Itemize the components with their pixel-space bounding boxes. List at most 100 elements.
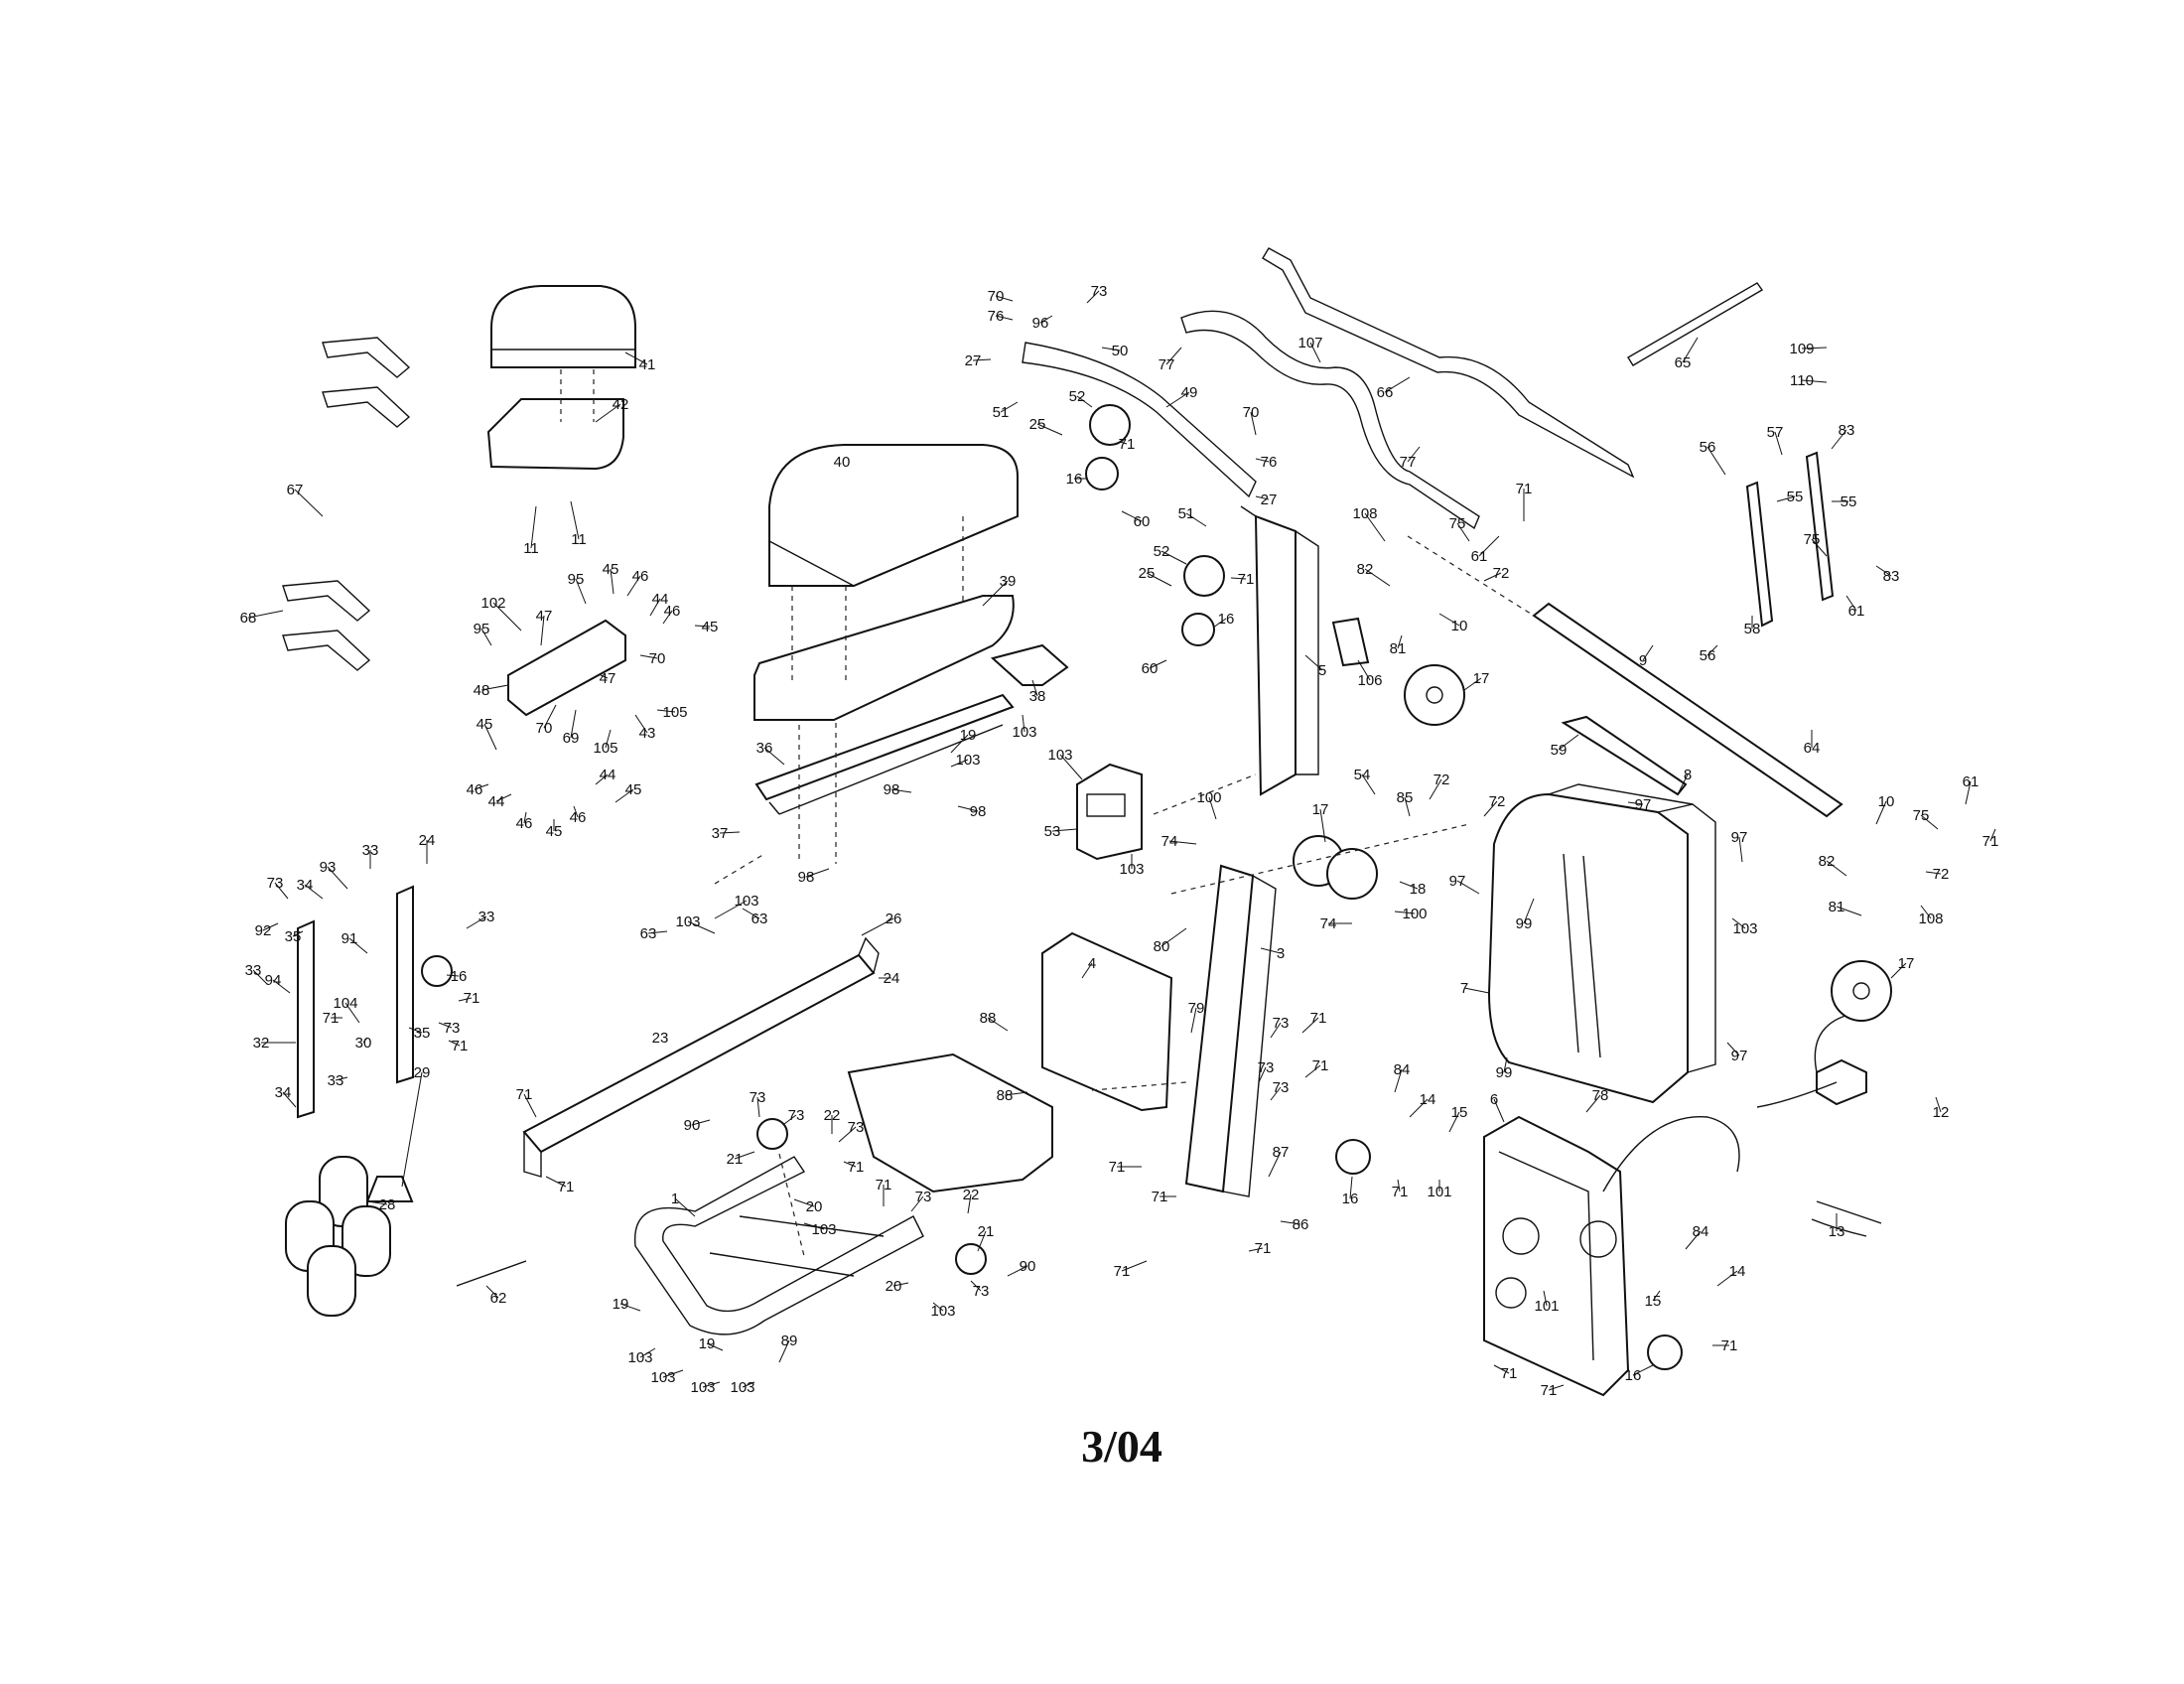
leader-line bbox=[691, 1119, 711, 1126]
seat-board-42 bbox=[486, 398, 624, 471]
part-label-99: 99 bbox=[1496, 1064, 1513, 1081]
part-label-103: 103 bbox=[650, 1369, 675, 1386]
bracket-38 bbox=[990, 643, 1069, 686]
part-label-73: 73 bbox=[750, 1089, 766, 1106]
part-label-103: 103 bbox=[627, 1349, 652, 1366]
part-label-43: 43 bbox=[639, 725, 656, 742]
part-label-105: 105 bbox=[593, 740, 617, 757]
part-label-45: 45 bbox=[546, 823, 563, 840]
part-label-95: 95 bbox=[568, 571, 585, 588]
part-label-16: 16 bbox=[1342, 1191, 1359, 1207]
part-label-103: 103 bbox=[1732, 920, 1757, 937]
part-label-60: 60 bbox=[1134, 513, 1151, 530]
part-label-73: 73 bbox=[848, 1119, 865, 1136]
part-label-65: 65 bbox=[1675, 354, 1692, 371]
leader-line bbox=[1627, 801, 1644, 805]
upright-32 bbox=[297, 919, 315, 1119]
leader-line bbox=[1774, 431, 1783, 456]
leader-line bbox=[1585, 1094, 1601, 1113]
leader-line bbox=[492, 602, 522, 632]
part-label-33: 33 bbox=[328, 1072, 344, 1089]
leader-line bbox=[1836, 906, 1862, 916]
leader-line bbox=[530, 505, 537, 549]
leader-line bbox=[1000, 401, 1019, 413]
part-label-90: 90 bbox=[684, 1117, 701, 1134]
leader-line bbox=[1548, 1384, 1565, 1391]
cable-pulley-c bbox=[1495, 1277, 1527, 1309]
leader-line bbox=[292, 930, 304, 937]
leader-line bbox=[972, 358, 992, 361]
part-label-15: 15 bbox=[1451, 1104, 1468, 1121]
part-label-30: 30 bbox=[355, 1035, 372, 1052]
rod-55a bbox=[1745, 481, 1774, 628]
leader-line bbox=[1146, 572, 1172, 587]
part-label-38: 38 bbox=[1029, 688, 1046, 705]
leader-line bbox=[1280, 1220, 1301, 1225]
part-label-72: 72 bbox=[1493, 565, 1510, 582]
leader-line bbox=[1801, 379, 1828, 383]
leader-line bbox=[294, 489, 324, 517]
part-label-20: 20 bbox=[886, 1278, 902, 1295]
leader-line bbox=[1250, 411, 1257, 436]
leader-line bbox=[1448, 1111, 1460, 1133]
leader-line bbox=[595, 773, 609, 785]
part-label-71: 71 bbox=[516, 1086, 533, 1103]
leader-line bbox=[1706, 446, 1726, 476]
part-label-45: 45 bbox=[603, 561, 619, 578]
part-label-85: 85 bbox=[1397, 789, 1414, 806]
leader-line bbox=[1682, 337, 1699, 363]
leader-line bbox=[570, 500, 580, 540]
leader-line bbox=[950, 759, 969, 768]
part-label-47: 47 bbox=[536, 608, 553, 625]
leader-line bbox=[1160, 927, 1187, 947]
part-label-45: 45 bbox=[702, 619, 719, 635]
part-label-8: 8 bbox=[1684, 767, 1692, 783]
part-label-103: 103 bbox=[1119, 861, 1144, 878]
leader-line bbox=[1304, 654, 1323, 671]
part-label-67: 67 bbox=[287, 482, 304, 498]
leader-line bbox=[247, 610, 284, 619]
part-label-71: 71 bbox=[1114, 1263, 1131, 1280]
leader-line bbox=[480, 628, 492, 646]
part-label-101: 101 bbox=[1534, 1298, 1559, 1315]
part-label-71: 71 bbox=[1238, 571, 1255, 588]
part-label-51: 51 bbox=[993, 404, 1010, 421]
leader-line bbox=[344, 1002, 360, 1024]
leader-line bbox=[595, 403, 621, 423]
foot-plate-2 bbox=[847, 1052, 1053, 1193]
leader-line bbox=[1121, 510, 1143, 522]
part-label-47: 47 bbox=[600, 670, 616, 687]
part-label-74: 74 bbox=[1161, 833, 1178, 850]
part-label-48: 48 bbox=[474, 682, 490, 699]
leader-line bbox=[1826, 860, 1847, 877]
part-label-108: 108 bbox=[1918, 911, 1943, 927]
part-label-103: 103 bbox=[930, 1303, 955, 1320]
part-label-45: 45 bbox=[477, 716, 493, 733]
part-label-4: 4 bbox=[1088, 955, 1096, 972]
pulley-17-b bbox=[1831, 960, 1892, 1022]
leader-line bbox=[1478, 535, 1500, 557]
top-cap-59 bbox=[1561, 715, 1688, 796]
part-label-52: 52 bbox=[1154, 543, 1170, 560]
part-label-71: 71 bbox=[848, 1159, 865, 1176]
leader-line bbox=[1160, 550, 1187, 565]
part-label-15: 15 bbox=[1645, 1293, 1662, 1310]
part-label-33: 33 bbox=[478, 909, 495, 925]
leader-line bbox=[1811, 538, 1828, 557]
part-label-73: 73 bbox=[915, 1189, 932, 1205]
part-label-39: 39 bbox=[1000, 573, 1017, 590]
part-label-40: 40 bbox=[834, 454, 851, 471]
leader-line bbox=[438, 1022, 453, 1029]
part-label-84: 84 bbox=[1693, 1223, 1709, 1240]
main-upright-3 bbox=[1184, 864, 1255, 1193]
part-label-103: 103 bbox=[675, 913, 700, 930]
part-label-82: 82 bbox=[1357, 561, 1374, 578]
part-label-16: 16 bbox=[451, 968, 468, 985]
leader-line bbox=[1384, 376, 1411, 393]
leader-line bbox=[1168, 840, 1197, 845]
leader-line bbox=[1493, 1364, 1510, 1374]
pulley-17-a bbox=[1404, 664, 1465, 726]
part-label-19: 19 bbox=[613, 1296, 629, 1313]
part-label-71: 71 bbox=[1312, 1057, 1329, 1074]
part-label-14: 14 bbox=[1420, 1091, 1436, 1108]
